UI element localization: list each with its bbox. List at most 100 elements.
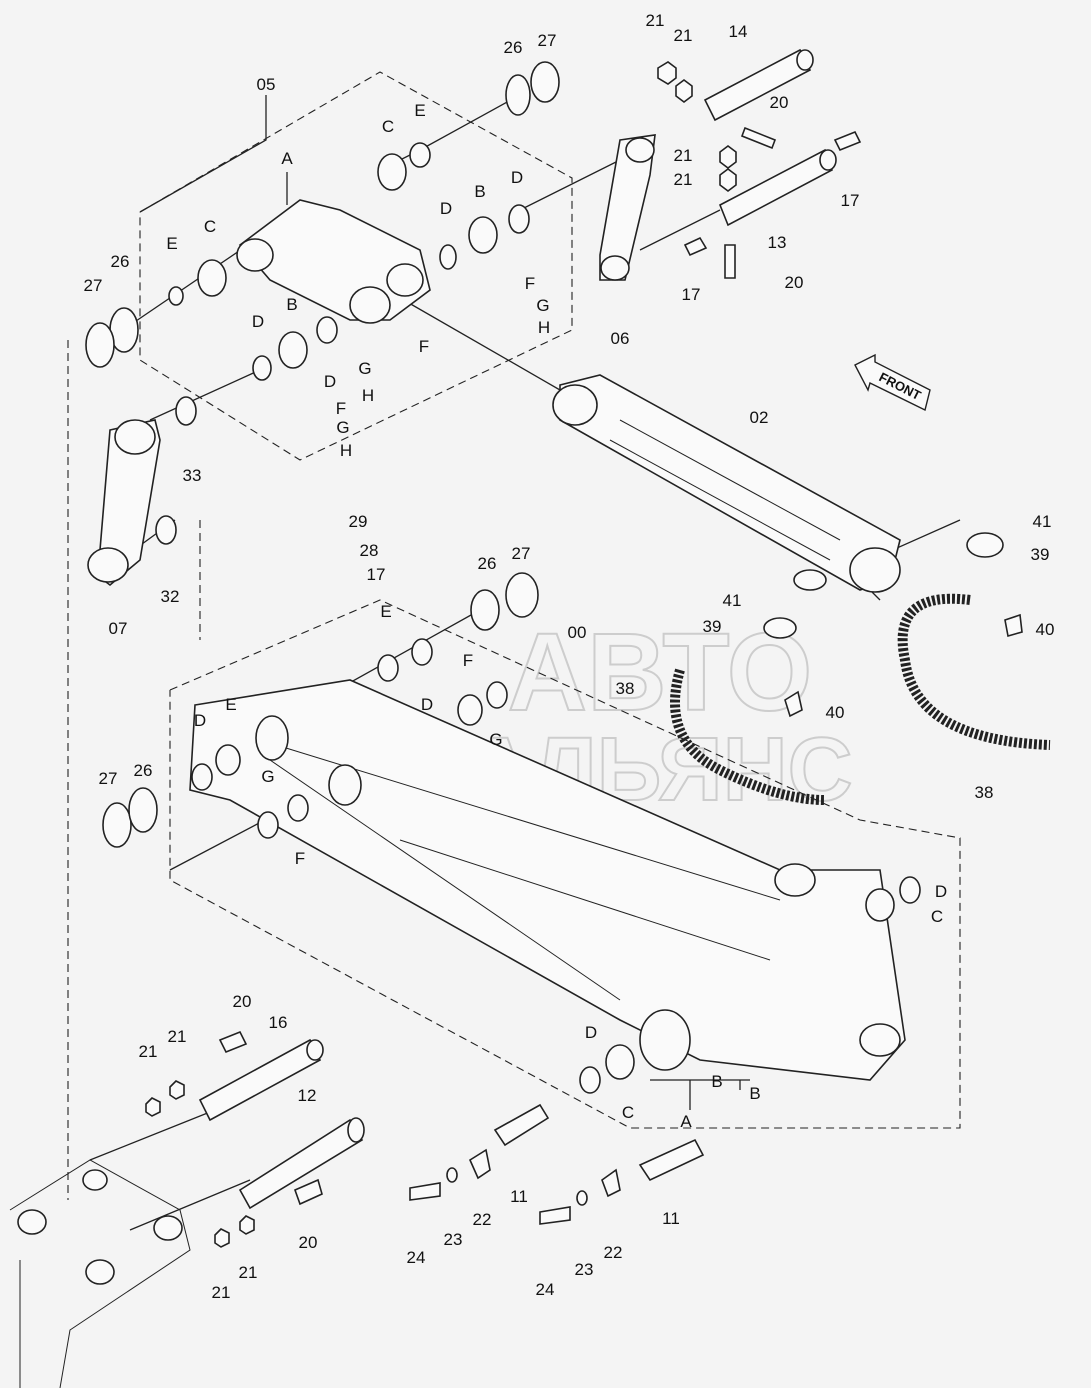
- letter-C-left: C: [204, 217, 216, 236]
- watermark-line-1: АВТО: [508, 611, 813, 734]
- letter-F-boom-left: F: [295, 849, 305, 868]
- watermark: АВТО АЛЬЯНС: [466, 610, 853, 821]
- label-20-c: 20: [233, 992, 252, 1011]
- label-27-top: 27: [538, 31, 557, 50]
- label-26-mid: 26: [478, 554, 497, 573]
- label-26-low: 26: [134, 761, 153, 780]
- label-11-a: 11: [510, 1187, 528, 1206]
- link-07: [87, 396, 197, 587]
- link-a: [236, 199, 431, 324]
- top-bushings: [85, 61, 560, 381]
- front-arrow: FRONT: [854, 353, 931, 412]
- letter-D-boom-foot: D: [585, 1023, 597, 1042]
- assembly-outlines: [67, 71, 961, 1200]
- label-21-h: 21: [239, 1263, 258, 1282]
- letter-D-right: D: [511, 168, 523, 187]
- letter-G-boom: G: [489, 730, 502, 749]
- letter-C-top: C: [382, 117, 394, 136]
- label-20-b: 20: [785, 273, 804, 292]
- label-05: 05: [257, 75, 276, 94]
- letter-G-center: G: [358, 359, 371, 378]
- letter-C-boom-right: C: [931, 907, 943, 926]
- label-20-a: 20: [770, 93, 789, 112]
- letter-B-foot-2: B: [749, 1084, 760, 1103]
- label-21-g: 21: [212, 1283, 231, 1302]
- link-06: [599, 134, 656, 281]
- letter-F-right: F: [525, 274, 535, 293]
- label-27-mid: 27: [512, 544, 531, 563]
- label-33: 33: [183, 466, 202, 485]
- label-22-a: 22: [473, 1210, 492, 1229]
- machine-frame: [9, 1159, 191, 1388]
- letter-C-boom-foot: C: [622, 1103, 634, 1122]
- letter-G-left: G: [336, 418, 349, 437]
- letter-A-foot: A: [680, 1112, 692, 1131]
- label-21-c: 21: [674, 146, 693, 165]
- letter-A-top: A: [281, 149, 293, 168]
- letter-F-left: F: [336, 399, 346, 418]
- letter-D-bottom: D: [324, 372, 336, 391]
- part-number-labels: 05 26 27 27 26 21 21 14 20 21 21 13 17 1…: [84, 11, 1055, 1302]
- boom-bushings: [102, 572, 921, 1094]
- label-00: 00: [568, 623, 587, 642]
- label-17-b: 17: [682, 285, 701, 304]
- label-11-b: 11: [662, 1209, 680, 1228]
- label-27-left: 27: [84, 276, 103, 295]
- label-22-b: 22: [604, 1243, 623, 1262]
- boom-body: [189, 679, 906, 1081]
- letter-labels: A C E E C B D D D B D F G H F G H F G H …: [166, 101, 947, 1131]
- label-21-b: 21: [674, 26, 693, 45]
- label-41-a: 41: [1033, 512, 1052, 531]
- pins-top-right: [657, 48, 862, 279]
- label-40-a: 40: [1036, 620, 1055, 639]
- label-02: 02: [750, 408, 769, 427]
- letter-D-boom-left: D: [194, 711, 206, 730]
- letter-B-right: B: [474, 182, 485, 201]
- letter-E-boom: E: [380, 602, 391, 621]
- label-38-b: 38: [975, 783, 994, 802]
- label-28: 28: [360, 541, 379, 560]
- letter-E-top: E: [414, 101, 425, 120]
- boom-cylinder: [552, 374, 901, 593]
- label-27-low: 27: [99, 769, 118, 788]
- label-39-a: 39: [1031, 545, 1050, 564]
- label-23-b: 23: [575, 1260, 594, 1279]
- label-14: 14: [729, 22, 748, 41]
- letter-E-boom-left: E: [225, 695, 236, 714]
- label-17-c: 17: [367, 565, 386, 584]
- letter-D-mid: D: [440, 199, 452, 218]
- label-17-a: 17: [841, 191, 860, 210]
- label-41-b: 41: [723, 591, 742, 610]
- label-21-f: 21: [168, 1027, 187, 1046]
- hoses: [670, 532, 1051, 805]
- label-29: 29: [349, 512, 368, 531]
- label-26-left: 26: [111, 252, 130, 271]
- label-32: 32: [161, 587, 180, 606]
- letter-B-foot-1: B: [711, 1072, 722, 1091]
- label-13: 13: [768, 233, 787, 252]
- letter-D-lower: D: [252, 312, 264, 331]
- label-39-b: 39: [703, 617, 722, 636]
- letter-H-center: H: [362, 386, 374, 405]
- letter-F-center: F: [419, 337, 429, 356]
- letter-D-boom-right: D: [935, 882, 947, 901]
- label-24-b: 24: [536, 1280, 555, 1299]
- letter-H-left: H: [340, 441, 352, 460]
- label-23-a: 23: [444, 1230, 463, 1249]
- label-06: 06: [611, 329, 630, 348]
- label-40-b: 40: [826, 703, 845, 722]
- label-20-d: 20: [299, 1233, 318, 1252]
- label-38-a: 38: [616, 679, 635, 698]
- lower-pins: [145, 1030, 705, 1248]
- label-16: 16: [269, 1013, 288, 1032]
- label-21-a: 21: [646, 11, 665, 30]
- letter-G-right: G: [536, 296, 549, 315]
- label-07: 07: [109, 619, 128, 638]
- label-12: 12: [298, 1086, 317, 1105]
- letter-B-lower: B: [286, 295, 297, 314]
- label-24-a: 24: [407, 1248, 426, 1267]
- letter-H-right: H: [538, 318, 550, 337]
- letter-D-boom: D: [421, 695, 433, 714]
- letter-G-boom-left: G: [261, 767, 274, 786]
